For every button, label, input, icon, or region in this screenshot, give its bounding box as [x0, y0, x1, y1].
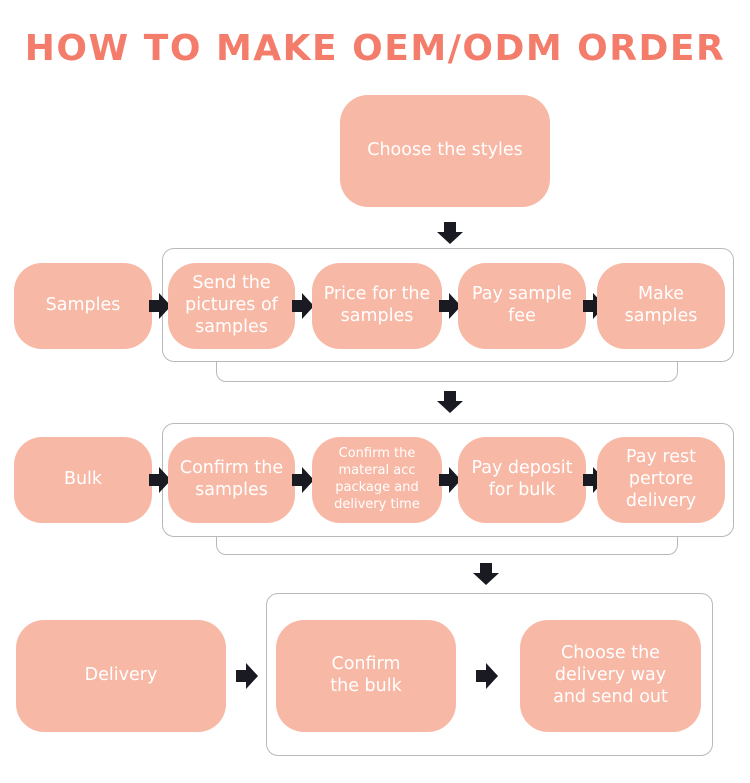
arrow-right-icon: [292, 293, 314, 319]
arrow-down-icon: [437, 391, 463, 413]
step-pay-rest: Pay rest pertore delivery: [597, 437, 725, 523]
step-confirm-bulk: Confirm the bulk: [276, 620, 456, 732]
stage-samples: Samples: [14, 263, 152, 349]
step-confirm-samples: Confirm the samples: [168, 437, 295, 523]
arrow-right-icon: [292, 467, 314, 493]
step-price-samples: Price for the samples: [312, 263, 442, 349]
arrow-down-icon: [473, 563, 499, 585]
step-choose-delivery: Choose the delivery way and send out: [520, 620, 701, 732]
samples-group-bracket: [216, 362, 678, 382]
step-pay-deposit: Pay deposit for bulk: [458, 437, 586, 523]
arrow-right-icon: [476, 663, 498, 689]
step-send-pictures: Send the pictures of samples: [168, 263, 295, 349]
arrow-right-icon: [439, 293, 461, 319]
arrow-down-icon: [437, 222, 463, 244]
step-pay-sample-fee: Pay sample fee: [458, 263, 586, 349]
arrow-right-icon: [583, 467, 605, 493]
stage-bulk: Bulk: [14, 437, 152, 523]
arrow-right-icon: [149, 467, 171, 493]
delivery-group-frame: [266, 593, 713, 756]
bulk-group-bracket: [216, 537, 678, 555]
page-title: HOW TO MAKE OEM/ODM ORDER: [24, 28, 726, 69]
stage-delivery: Delivery: [16, 620, 226, 732]
arrow-right-icon: [439, 467, 461, 493]
arrow-right-icon: [236, 663, 258, 689]
arrow-right-icon: [149, 293, 171, 319]
step-choose-styles: Choose the styles: [340, 95, 550, 207]
step-confirm-material: Confirm the materal acc package and deli…: [312, 437, 442, 523]
arrow-right-icon: [583, 293, 605, 319]
step-make-samples: Make samples: [597, 263, 725, 349]
